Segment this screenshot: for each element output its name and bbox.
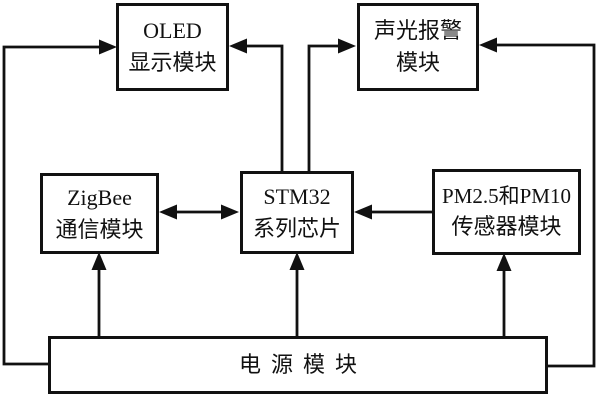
- box-label: PM2.5和PM10: [442, 183, 571, 208]
- box-stm32-chip: STM32 系列芯片: [240, 171, 354, 254]
- box-sound-light-alarm-module: 声光报警 模块: [357, 3, 479, 91]
- box-zigbee-comm-module: ZigBee 通信模块: [40, 173, 159, 254]
- arrowhead-into-oled-right: [229, 38, 247, 54]
- arrowhead-into-pm-bottom: [496, 253, 512, 271]
- arrowhead-into-stm32-left: [221, 204, 239, 220]
- wire-power-to-alarm: [495, 43, 596, 368]
- box-label: 通信模块: [55, 216, 144, 242]
- wire-stm32-to-alarm: [307, 44, 341, 171]
- arrowhead-into-alarm-right: [479, 37, 497, 53]
- box-label: 显示模块: [128, 50, 217, 75]
- arrowhead-into-stm32-right: [354, 204, 372, 220]
- wire-stm32-to-oled: [245, 44, 284, 171]
- box-label: STM32: [263, 183, 331, 209]
- box-label: ZigBee: [67, 184, 132, 210]
- box-label: 声光报警: [373, 18, 462, 44]
- box-label: 传感器模块: [451, 214, 562, 240]
- box-pm-sensor-module: PM2.5和PM10 传感器模块: [432, 169, 581, 255]
- box-label: 电源模块: [238, 352, 367, 378]
- box-label: OLED: [143, 18, 202, 44]
- box-label: 系列芯片: [252, 215, 341, 241]
- arrowhead-into-stm32-bottom: [289, 252, 305, 270]
- box-label: 模块: [395, 50, 440, 75]
- arrowhead-into-oled-left: [99, 39, 117, 55]
- arrowhead-into-zigbee: [159, 204, 177, 220]
- arrowhead-into-zigbee-bottom: [91, 252, 107, 270]
- wire-power-to-oled: [2, 45, 101, 366]
- arrowhead-into-alarm-left: [338, 38, 356, 54]
- box-power-module: 电源模块: [48, 336, 548, 394]
- box-oled-display-module: OLED 显示模块: [116, 3, 229, 91]
